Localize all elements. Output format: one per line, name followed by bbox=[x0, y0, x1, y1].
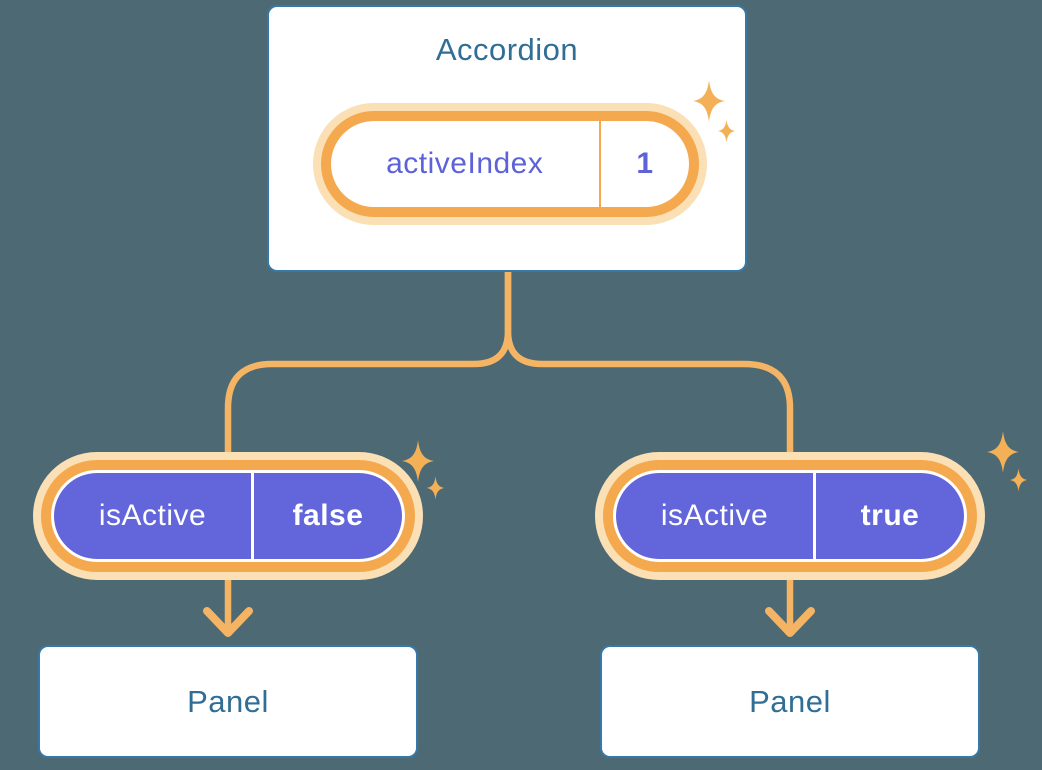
sparkle-icon-small bbox=[1009, 468, 1028, 492]
prop-pill-left-core: isActive false bbox=[54, 473, 402, 559]
prop-key-label: isActive bbox=[660, 499, 769, 532]
state-key-label: activeIndex bbox=[386, 147, 544, 180]
accordion-title: Accordion bbox=[435, 32, 579, 67]
panel-component-card-right: Panel bbox=[600, 645, 980, 758]
state-pill-ring: activeIndex 1 bbox=[321, 111, 699, 217]
sparkle-icon-small bbox=[426, 476, 445, 500]
arrowhead-right-icon bbox=[765, 607, 815, 637]
prop-value: false bbox=[292, 499, 364, 532]
panel-title: Panel bbox=[187, 683, 269, 719]
prop-pill-left-ring: isActive false bbox=[41, 460, 415, 572]
prop-value: true bbox=[860, 499, 920, 532]
prop-pill-right: isActive true bbox=[595, 452, 985, 580]
state-value: 1 bbox=[636, 147, 654, 180]
state-pill-divider bbox=[598, 121, 601, 207]
sparkle-icon-large bbox=[987, 431, 1019, 473]
prop-pill-divider bbox=[813, 473, 816, 559]
prop-pill-divider bbox=[251, 473, 254, 559]
prop-key-label: isActive bbox=[98, 499, 207, 532]
prop-pill-right-core: isActive true bbox=[616, 473, 964, 559]
panel-component-card-left: Panel bbox=[38, 645, 418, 758]
arrowhead-left-icon bbox=[203, 607, 253, 637]
prop-pill-right-ring: isActive true bbox=[603, 460, 977, 572]
prop-pill-left: isActive false bbox=[33, 452, 423, 580]
panel-title: Panel bbox=[749, 683, 831, 719]
state-pill: activeIndex 1 bbox=[313, 103, 707, 225]
